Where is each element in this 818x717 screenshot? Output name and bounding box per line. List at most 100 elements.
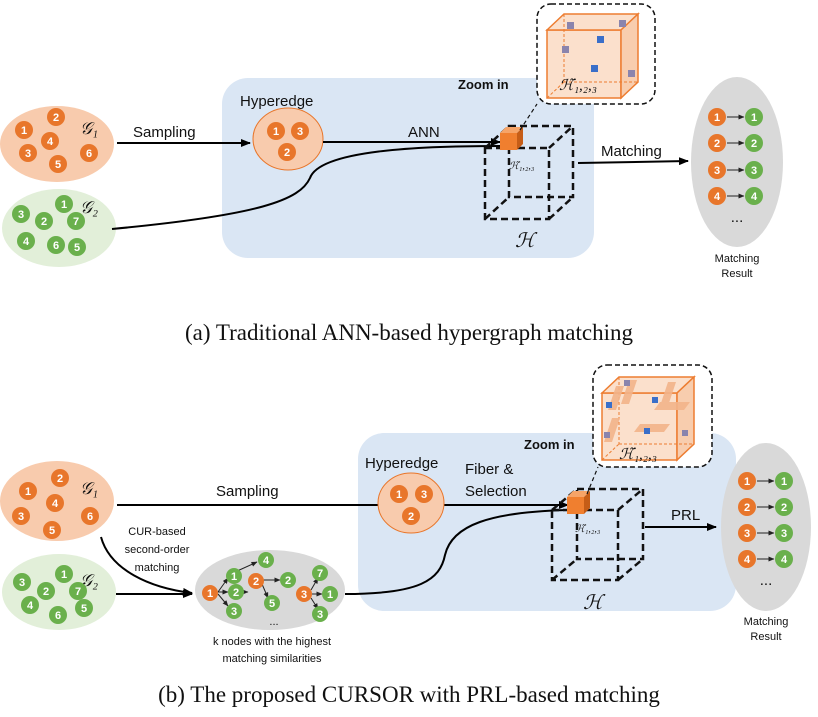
- svg-text:4: 4: [751, 191, 758, 203]
- svg-text:1: 1: [273, 126, 279, 138]
- sampling-label-b: Sampling: [216, 483, 279, 500]
- tensor-label-a: ℋ: [515, 230, 538, 252]
- svg-text:5: 5: [269, 598, 275, 610]
- graph2-nodes-b: 1 3 2 7 4 6 5: [13, 565, 93, 624]
- knn-curve-b: [344, 509, 569, 595]
- svg-text:3: 3: [714, 165, 720, 177]
- svg-text:4: 4: [781, 554, 788, 566]
- svg-text:2: 2: [751, 138, 757, 150]
- caption-b: (b) The proposed CURSOR with PRL-based m…: [158, 682, 660, 707]
- zoom-cube-b: [600, 375, 696, 462]
- svg-text:1: 1: [21, 125, 27, 137]
- svg-text:3: 3: [19, 577, 25, 589]
- svg-text:3: 3: [781, 528, 787, 540]
- node: 2: [402, 507, 420, 525]
- svg-text:4: 4: [714, 191, 721, 203]
- cur-label2-b: second-order: [125, 544, 190, 556]
- small-cube-b: [567, 491, 590, 514]
- ann-label-a: ANN: [408, 124, 440, 141]
- small-cube-a: [500, 127, 523, 150]
- svg-text:7: 7: [317, 568, 323, 580]
- node: 4: [17, 232, 35, 250]
- node: 6: [81, 507, 99, 525]
- node: 1: [267, 122, 285, 140]
- svg-text:1: 1: [396, 489, 402, 501]
- node: 1: [55, 565, 73, 583]
- zoom-in-label-b: Zoom in: [524, 437, 575, 452]
- node: 3: [415, 485, 433, 503]
- svg-text:6: 6: [86, 148, 92, 160]
- node: 2: [47, 108, 65, 126]
- node: 7: [69, 582, 87, 600]
- graph1-label-a: 𝒢₁: [80, 119, 98, 138]
- panel-a: 𝒢₁ 𝒢₂ 1 2 4 3 5 6 1 3 2 7 4 6 5 Sampling…: [0, 3, 783, 280]
- svg-text:2: 2: [285, 575, 291, 587]
- node: 2: [278, 143, 296, 161]
- fiber-label1-b: Fiber &: [465, 461, 513, 478]
- svg-text:1: 1: [61, 199, 67, 211]
- cur-label3-b: matching: [135, 562, 180, 574]
- svg-text:1: 1: [744, 476, 750, 488]
- matching-result-label1-b: Matching: [744, 616, 789, 628]
- node: 3: [12, 205, 30, 223]
- node: 3: [13, 573, 31, 591]
- matching-arrow-a: [577, 157, 689, 166]
- svg-text:1: 1: [61, 569, 67, 581]
- node: 6: [47, 236, 65, 254]
- svg-text:3: 3: [25, 148, 31, 160]
- knn-groups-b: 1 4 1 2 3 2 2 5 ... 3 7 1 3: [202, 552, 338, 628]
- graph1-nodes-a: 1 2 4 3 5 6: [15, 108, 98, 173]
- svg-text:3: 3: [297, 126, 303, 138]
- svg-text:3: 3: [421, 489, 427, 501]
- svg-text:4: 4: [744, 554, 751, 566]
- svg-text:3: 3: [18, 511, 24, 523]
- node: 3: [291, 122, 309, 140]
- knn-group-2: 2 2 5 ...: [248, 572, 296, 628]
- node: 1: [15, 121, 33, 139]
- node: 2: [35, 212, 53, 230]
- node: 5: [49, 155, 67, 173]
- panel-b: 𝒢₁ 𝒢₂ 1 2 4 3 5 6 1 3 2 7 4 6 5 Sampling…: [0, 364, 811, 665]
- match-ellipsis-a: ...: [731, 209, 744, 226]
- hyperedge-panel-b: [358, 433, 736, 611]
- fiber-label2-b: Selection: [465, 483, 527, 500]
- svg-text:2: 2: [781, 502, 787, 514]
- cur-arrow-b: [100, 536, 193, 596]
- node: 5: [68, 238, 86, 256]
- node: 6: [49, 606, 67, 624]
- svg-text:1: 1: [781, 476, 787, 488]
- node: 1: [19, 482, 37, 500]
- svg-text:2: 2: [744, 502, 750, 514]
- svg-text:3: 3: [317, 609, 323, 621]
- node: 4: [41, 132, 59, 150]
- svg-text:6: 6: [55, 610, 61, 622]
- svg-text:3: 3: [18, 209, 24, 221]
- graph1-nodes-b: 1 2 4 3 5 6: [12, 469, 99, 539]
- svg-text:3: 3: [751, 165, 757, 177]
- svg-text:2: 2: [253, 576, 259, 588]
- svg-text:6: 6: [53, 240, 59, 252]
- hyperedge-nodes-b: 1 3 2: [390, 485, 433, 525]
- hyperedge-label-a: Hyperedge: [240, 93, 313, 110]
- node: 4: [21, 596, 39, 614]
- svg-text:1: 1: [751, 112, 757, 124]
- node: 3: [12, 507, 30, 525]
- tensor-label-b: ℋ: [583, 592, 606, 614]
- match-ellipsis-b: ...: [760, 572, 773, 589]
- zoom-cube-a: [545, 12, 640, 100]
- node: 7: [67, 212, 85, 230]
- svg-text:5: 5: [55, 159, 61, 171]
- node: 4: [46, 494, 64, 512]
- cur-label1-b: CUR-based: [128, 526, 185, 538]
- hyperedge-label-b: Hyperedge: [365, 455, 438, 472]
- sub-tensor-label-a: ℋ̃₁,₂,₃: [509, 161, 535, 172]
- svg-text:2: 2: [43, 586, 49, 598]
- svg-text:5: 5: [49, 525, 55, 537]
- svg-text:4: 4: [27, 600, 34, 612]
